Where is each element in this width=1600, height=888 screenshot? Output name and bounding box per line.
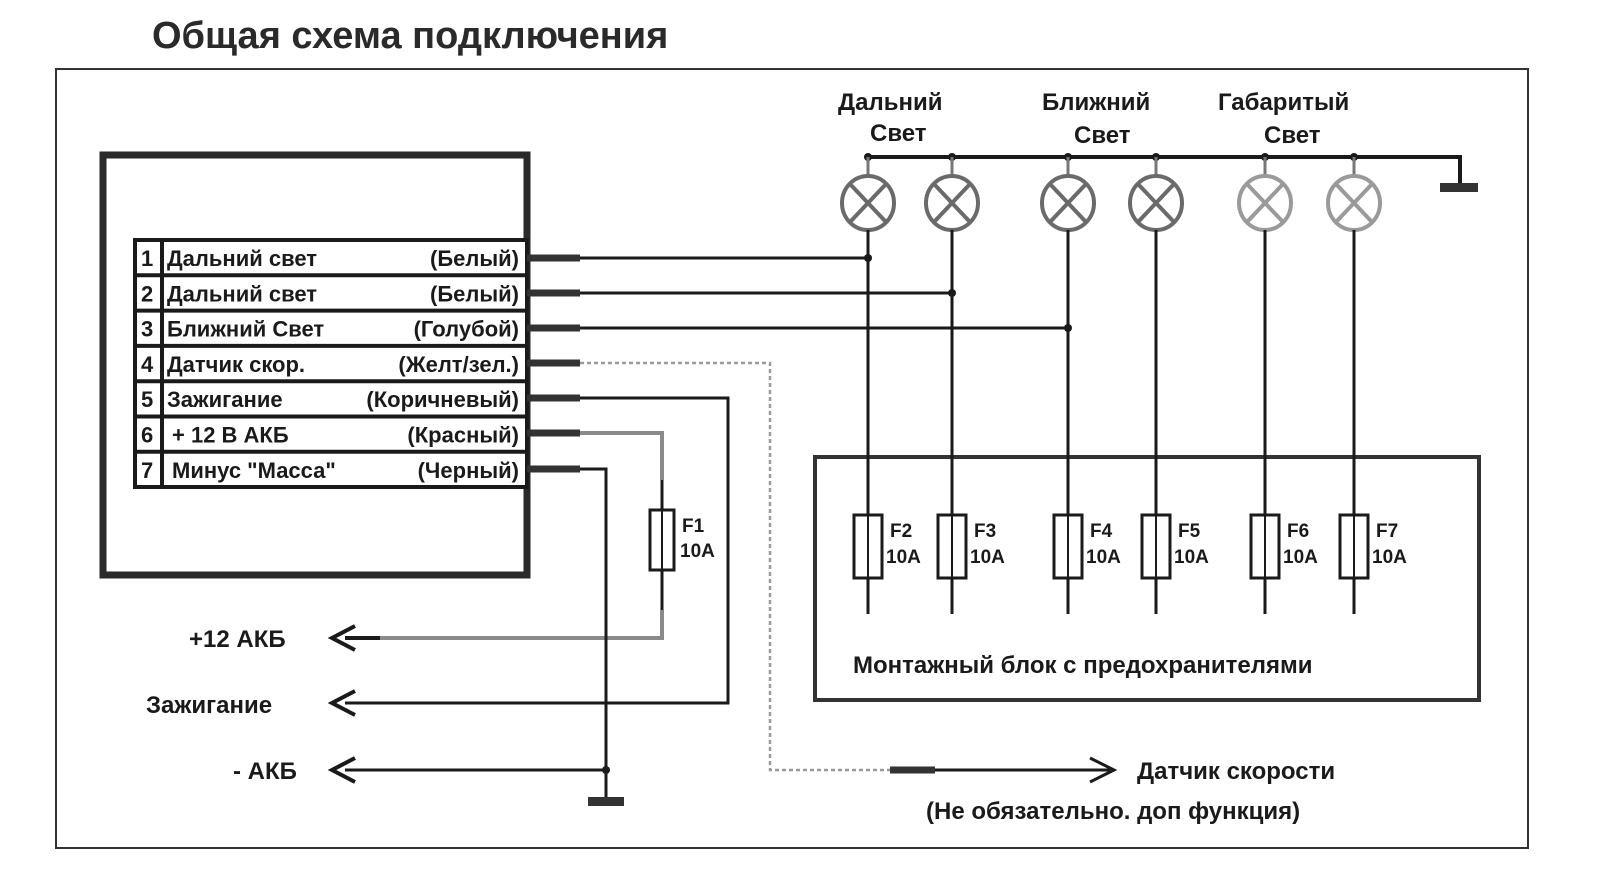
lamp-group-high-line1: Дальний [838,89,942,116]
pin-wire-color: (Красный) [407,423,519,448]
pin-number: 4 [141,352,154,377]
fuse-rating: 10A [1086,547,1121,568]
pin-name: Датчик скор. [167,352,305,377]
pin-number: 5 [141,387,153,412]
pin-wire-color: (Белый) [430,246,519,271]
lamp-icon [1326,174,1382,232]
lamp-icon [1040,174,1096,232]
fuse-name: F2 [890,521,912,542]
lamp-group-side-line2: Свет [1264,122,1321,149]
lamp-group-low-line2: Свет [1074,122,1131,149]
pin-name: + 12 В АКБ [172,423,289,448]
fuse-rating: 10A [970,547,1005,568]
pin-number: 6 [141,423,153,448]
fuse-block-label: Монтажный блок с предохранителями [853,652,1312,679]
pin-wire-color: (Коричневый) [366,387,519,412]
lamp-icon [924,174,980,232]
pin-wire-color: (Черный) [418,458,519,483]
outer-frame [55,68,1529,849]
fuse-name: F7 [1376,521,1398,542]
fuse-name: F6 [1287,521,1309,542]
pin-wire-color: (Белый) [430,281,519,306]
pin-name: Зажигание [167,387,283,412]
pin-number: 7 [141,458,153,483]
fuse-name: F5 [1178,521,1201,542]
fuse-name: F3 [974,521,996,542]
lamp-group-high-line2: Свет [870,120,927,147]
lamp-group-low-line1: Ближний [1042,89,1150,116]
fuse-f1-rating: 10A [680,541,715,562]
output-plus12-label: +12 АКБ [189,626,286,653]
lamp-icon [840,174,896,232]
pin-name: Дальний свет [167,281,317,306]
wires [327,254,1118,806]
fuse-rating: 10A [1372,547,1407,568]
pin-name: Дальний свет [167,246,317,271]
fuse-f1: F1 10A [648,508,715,572]
pin-number: 2 [141,281,153,306]
speed-sensor-label: Датчик скорости [1137,758,1335,785]
lamp-icon [1128,174,1184,232]
ground-icon [1440,183,1478,192]
fuse-rating: 10A [1283,547,1318,568]
output-minus-label: - АКБ [233,758,297,785]
fuse-f1-name: F1 [682,516,705,537]
pin-name: Минус "Масса" [172,458,336,483]
fuse-rating: 10A [886,547,921,568]
pin-wire-color: (Желт/зел.) [398,352,519,377]
fuse-rating: 10A [1174,547,1209,568]
lamp-group-side-line1: Габаритый [1218,89,1349,116]
lamp-icon [1237,174,1293,232]
fuse-name: F4 [1090,521,1113,542]
pin-name: Ближний Свет [167,317,324,342]
fuse-block [813,455,1481,702]
output-ignition-label: Зажигание [146,692,272,719]
speed-sensor-note: (Не обязательно. доп функция) [926,798,1300,825]
pin-number: 3 [141,317,153,342]
pin-wire-color: (Голубой) [414,317,519,342]
diagram-title: Общая схема подключения [152,15,668,57]
pin-number: 1 [141,246,153,271]
